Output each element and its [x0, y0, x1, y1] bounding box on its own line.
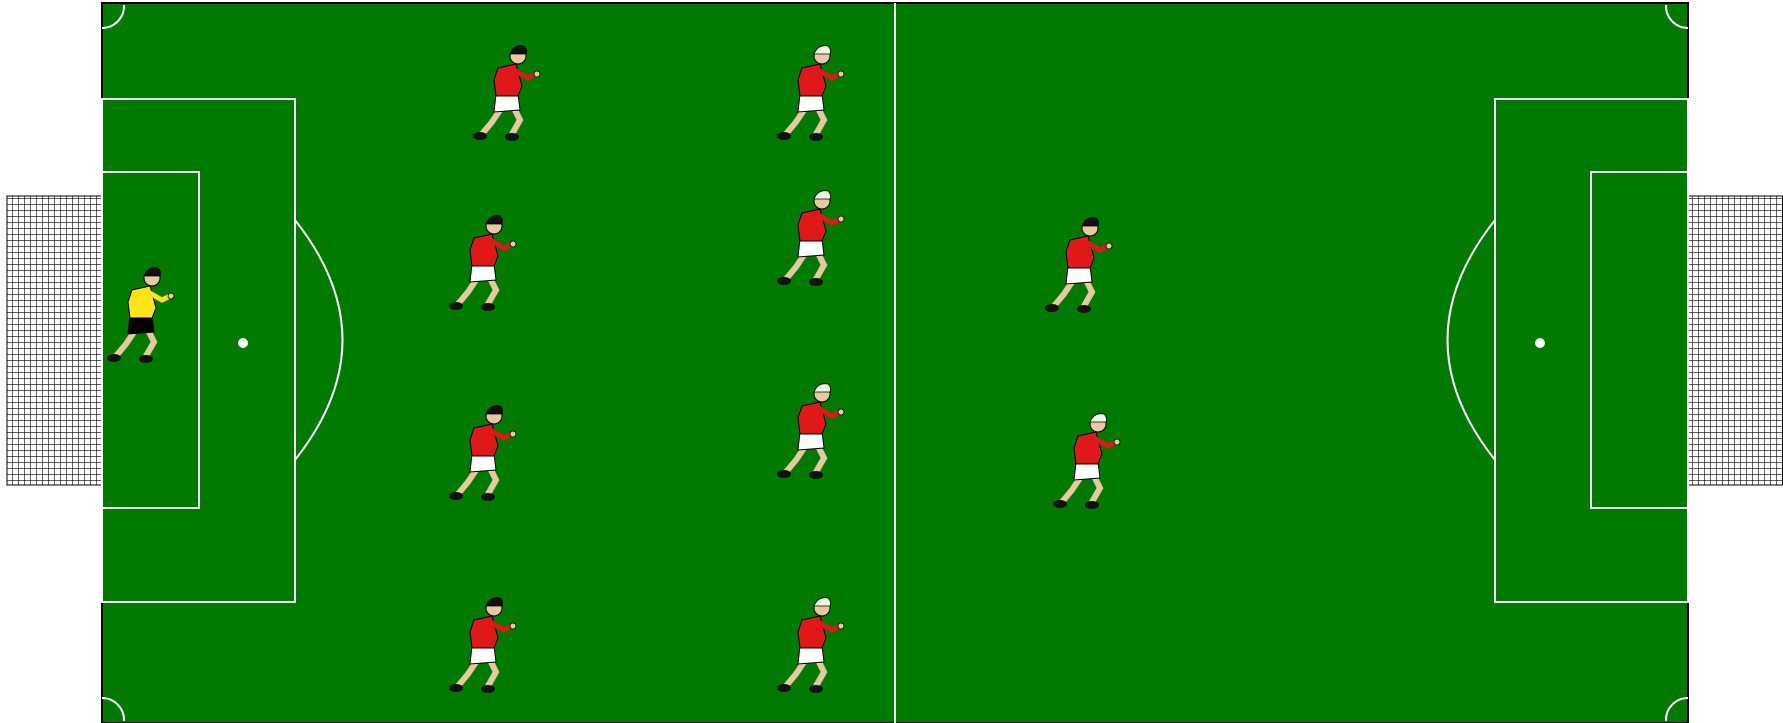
right-penalty-spot: [1535, 338, 1545, 348]
right-goal-net: [1688, 196, 1783, 485]
left-penalty-spot: [238, 338, 248, 348]
left-goal-net: [7, 196, 102, 485]
